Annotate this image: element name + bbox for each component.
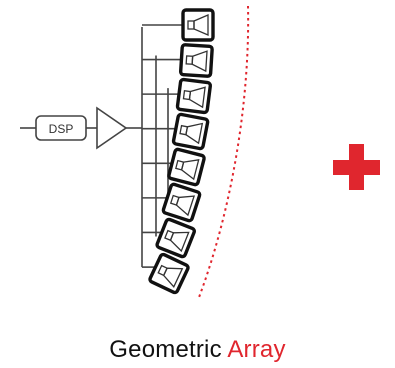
speaker-cabinet bbox=[171, 112, 210, 151]
wavefront-curve bbox=[197, 5, 250, 301]
amplifier-icon bbox=[96, 106, 128, 150]
feed-network bbox=[141, 24, 183, 268]
speaker-cabinet bbox=[148, 252, 190, 295]
speaker-cabinet bbox=[167, 147, 206, 187]
speaker-array bbox=[148, 8, 215, 295]
speaker-cabinet bbox=[181, 8, 215, 42]
caption: Geometric Array bbox=[0, 336, 395, 364]
speaker-cabinet bbox=[161, 182, 202, 223]
caption-word-array: Array bbox=[227, 336, 286, 363]
speaker-cabinet bbox=[155, 217, 196, 259]
speaker-cabinet bbox=[178, 43, 214, 78]
dsp-block: DSP bbox=[35, 115, 87, 141]
speaker-cabinet bbox=[175, 77, 213, 115]
caption-word-geometric: Geometric bbox=[109, 336, 222, 363]
plus-icon bbox=[333, 144, 380, 190]
dsp-label: DSP bbox=[49, 122, 74, 136]
